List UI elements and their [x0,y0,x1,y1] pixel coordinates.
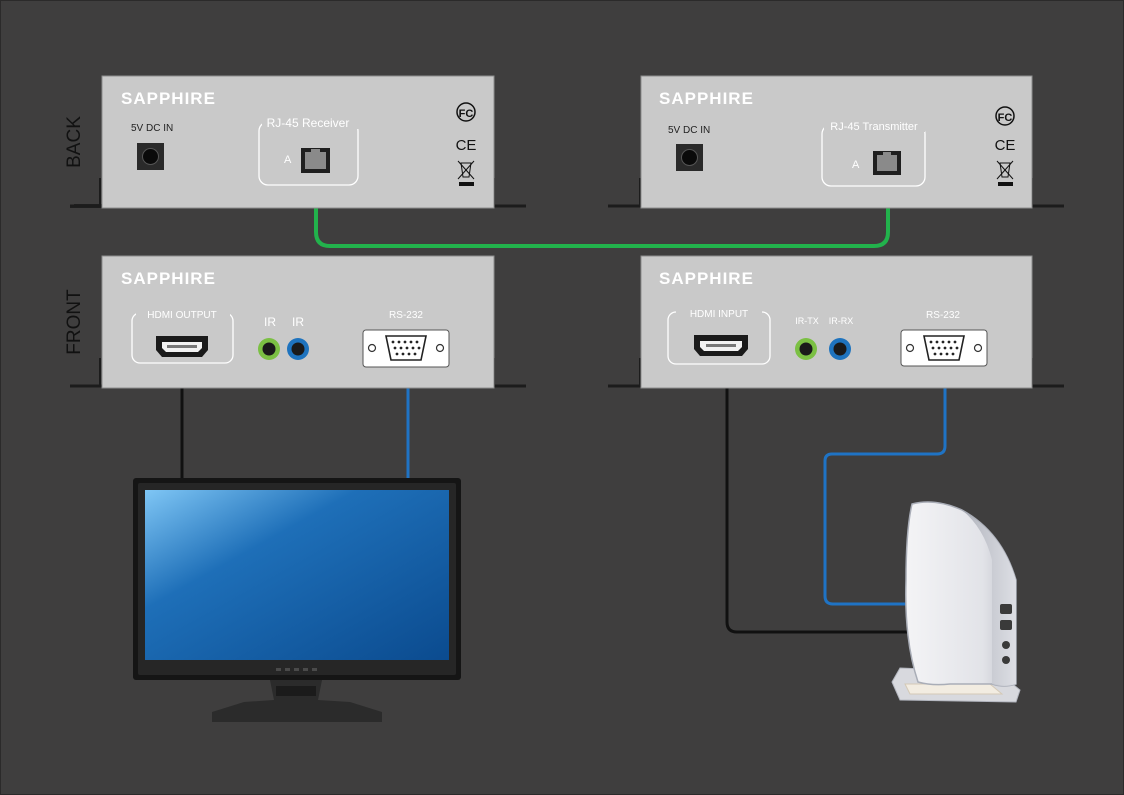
receiver-back-panel: SAPPHIRE 5V DC IN RJ-45 Receiver A FC CE [70,75,526,209]
svg-text:FC: FC [459,108,474,120]
port-group-label: RJ-45 Receiver [267,116,350,130]
audio-jack-icon [1002,656,1010,664]
fcc-mark-icon: FC [456,102,476,122]
brand-logo: SAPPHIRE [659,269,754,288]
usb-port-icon [1000,620,1012,630]
power-label: 5V DC IN [131,123,173,134]
fcc-mark-icon: FC [995,106,1015,126]
rs232-cable-transmitter [823,388,947,606]
weee-bin-icon [457,160,475,186]
power-jack [137,143,164,170]
rs232-port [900,329,988,367]
ir-jack-blue [287,338,309,360]
brand-logo: SAPPHIRE [121,269,216,288]
tv-buttons [276,668,317,671]
audio-jack-icon [1002,641,1010,649]
source-device [891,501,1021,703]
weee-bin-icon [996,160,1014,186]
brand-logo: SAPPHIRE [659,89,754,108]
ir-label-2: IR [292,315,304,329]
ir-rx-jack [829,338,851,360]
ethernet-cable [314,170,890,248]
power-label: 5V DC IN [668,125,710,136]
ir-tx-jack [795,338,817,360]
serial-label: RS-232 [926,310,960,321]
hdmi-cable-transmitter [725,388,920,634]
rj45-port [873,151,901,175]
ir-tx-label: IR-TX [795,316,819,326]
tv-screen [145,490,449,660]
tv-monitor [133,478,461,722]
brand-logo: SAPPHIRE [121,89,216,108]
back-label: BACK [64,116,85,168]
receiver-front-panel: SAPPHIRE HDMI OUTPUT IR IR RS-232 [70,255,526,389]
svg-text:FC: FC [998,112,1013,124]
port-group-label: RJ-45 Transmitter [830,121,918,133]
port-letter: A [852,159,860,171]
rj45-port [301,148,330,173]
ir-rx-label: IR-RX [829,316,854,326]
port-letter: A [284,154,292,166]
power-jack [676,144,703,171]
ce-mark-icon: CE [456,137,477,154]
ir-label-1: IR [264,315,276,329]
front-label: FRONT [64,289,85,355]
ir-jack-green [258,338,280,360]
hdmi-port [694,335,748,356]
hdmi-port [156,336,208,357]
transmitter-front-panel: SAPPHIRE HDMI INPUT IR-TX IR-RX RS-232 [608,255,1064,389]
usb-port-icon [1000,604,1012,614]
hdmi-label: HDMI INPUT [690,309,748,320]
transmitter-back-panel: SAPPHIRE 5V DC IN RJ-45 Transmitter A FC… [608,75,1064,209]
tv-stand [212,680,382,722]
ce-mark-icon: CE [995,137,1016,154]
hdmi-label: HDMI OUTPUT [147,310,216,321]
rs232-port [362,329,450,368]
serial-label: RS-232 [389,310,423,321]
